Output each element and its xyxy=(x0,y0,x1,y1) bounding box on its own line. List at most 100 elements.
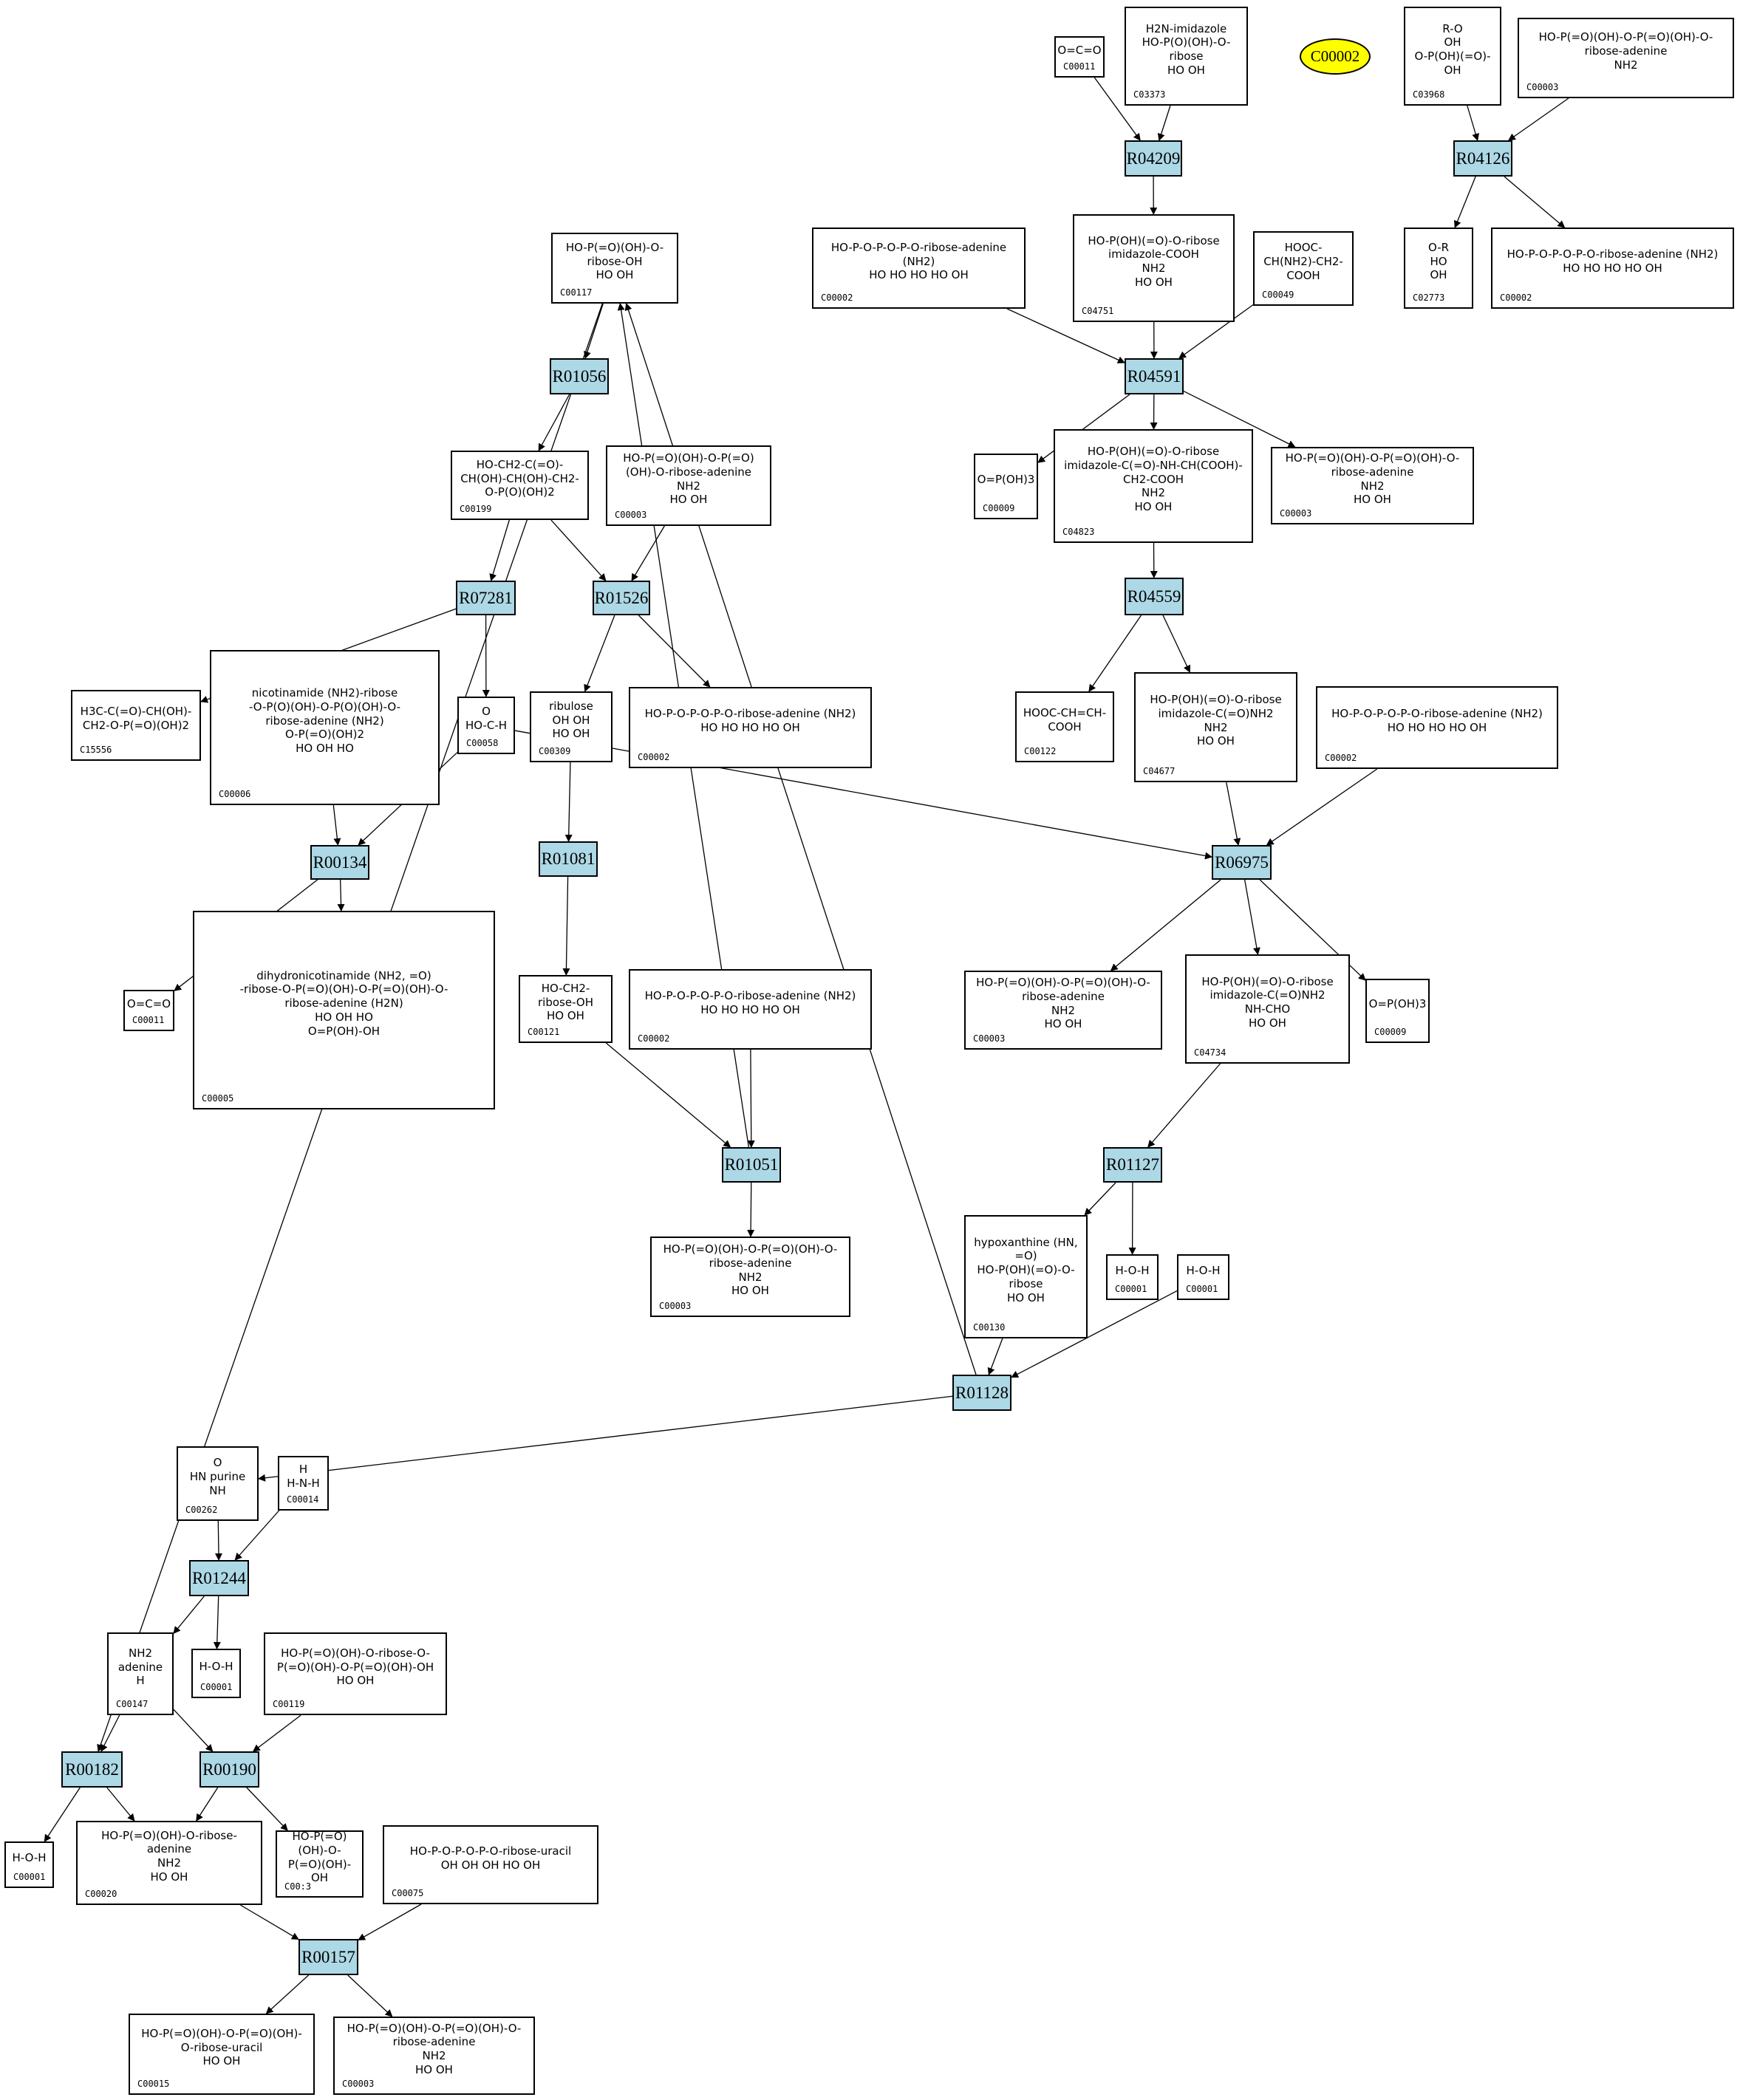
compound-id-label: C00003 xyxy=(973,1033,1006,1044)
edge-R00182-to-c00001_d xyxy=(44,1787,81,1842)
reaction-r04591[interactable]: R04591 xyxy=(1125,358,1184,394)
edge-c00309-to-R01081 xyxy=(564,762,573,842)
compound-node[interactable]: H2N-imidazole HO-P(O)(OH)-O-ribose HO OH… xyxy=(1125,7,1248,106)
reaction-r07281[interactable]: R07281 xyxy=(456,581,516,615)
reaction-r01051[interactable]: R01051 xyxy=(722,1147,781,1183)
compound-node[interactable]: HO-P(OH)(=O)-O-ribose imidazole-C(=O)NH2… xyxy=(1185,954,1350,1064)
edge-c00003_a-to-R01526 xyxy=(631,525,665,581)
compound-id-label: C00003 xyxy=(615,510,647,520)
compound-id-label: C00002 xyxy=(821,293,853,303)
chemical-structure: H-O-H xyxy=(1115,1263,1150,1277)
compound-id-label: C00003 xyxy=(342,2079,375,2089)
edge-R01526-to-c00309 xyxy=(584,615,615,692)
compound-node[interactable]: HO-P-O-P-O-P-O-ribose-adenine (NH2) HO H… xyxy=(629,969,872,1050)
chemical-structure: HO-CH2-C(=O)-CH(OH)-CH(OH)-CH2-O-P(O)(OH… xyxy=(460,457,579,499)
reaction-r04209[interactable]: R04209 xyxy=(1125,140,1182,177)
reaction-r01526[interactable]: R01526 xyxy=(593,581,650,615)
edge-c00002_a-to-R04591 xyxy=(1006,308,1125,363)
reaction-r00190[interactable]: R00190 xyxy=(199,1751,259,1788)
compound-id-label: C04677 xyxy=(1143,766,1176,776)
compound-node[interactable]: HO-P(=O)(OH)-O-P(=O)(OH)-O-ribose-adenin… xyxy=(1518,18,1734,98)
compound-node[interactable]: HO-P(OH)(=O)-O-ribose imidazole-C(=O)-NH… xyxy=(1054,429,1253,543)
compound-id-label: C03968 xyxy=(1413,89,1445,100)
chemical-structure: H-O-H xyxy=(1186,1263,1221,1277)
compound-id-label: C15556 xyxy=(80,745,112,755)
edge-c03968-to-R04126 xyxy=(1467,105,1479,141)
compound-node[interactable]: HO-P-O-P-O-P-O-ribose-adenine (NH2) HO H… xyxy=(1491,228,1734,309)
compound-id-label: C00011 xyxy=(1063,61,1096,72)
compound-node[interactable]: HO-P(OH)(=O)-O-ribose imidazole-C(=O)NH2… xyxy=(1134,672,1297,782)
reaction-r01128[interactable]: R01128 xyxy=(952,1375,1011,1411)
compound-node[interactable]: HO-P-O-P-O-P-O-ribose-adenine (NH2) HO H… xyxy=(629,687,872,768)
highlight-node-c00002[interactable]: C00002 xyxy=(1300,38,1371,75)
edge-c00262-to-R01244 xyxy=(214,1520,222,1561)
compound-node[interactable]: HO-P(=O)(OH)-O-ribose-O-P(=O)(OH)-O-P(=O… xyxy=(264,1632,447,1715)
edge-R00157-to-c00003_e xyxy=(347,1974,393,2017)
compound-node[interactable]: nicotinamide (NH2)-ribose -O-P(O)(OH)-O-… xyxy=(210,650,440,805)
edge-R01056-to-c00199 xyxy=(538,394,570,451)
chemical-structure: HO-P(=O)(OH)-O-P(=O)(OH)-O-ribose-adenin… xyxy=(623,451,754,507)
reaction-r06975[interactable]: R06975 xyxy=(1212,845,1272,880)
compound-node[interactable]: HO-P(=O)(OH)-O-P(=O)(OH)-O-ribose-adenin… xyxy=(964,971,1162,1050)
chemical-structure: HO-P(=O)(OH)-O-P(=O)(OH)-O-ribose-uracil… xyxy=(141,2026,302,2068)
compound-node[interactable]: HO-P-O-P-O-P-O-ribose-adenine (NH2) HO H… xyxy=(1316,686,1558,769)
chemical-structure: HO-P-O-P-O-P-O-ribose-uracil OH OH OH HO… xyxy=(409,1844,572,1872)
edge-c00001_b-to-R01128 xyxy=(1011,1290,1178,1378)
reaction-r01127[interactable]: R01127 xyxy=(1103,1147,1162,1183)
compound-node[interactable]: HO-CH2-C(=O)-CH(OH)-CH(OH)-CH2-O-P(O)(OH… xyxy=(451,451,589,520)
compound-node[interactable]: HO-P-O-P-O-P-O-ribose-uracil OH OH OH HO… xyxy=(383,1825,598,1904)
reaction-r00157[interactable]: R00157 xyxy=(298,1939,358,1975)
compound-node[interactable]: HO-P(=O)(OH)-O-P(=O)(OH)-O-ribose-adenin… xyxy=(1271,447,1474,524)
compound-node[interactable]: HO-P(=O)(OH)-O-P(=O)(OH)-O-ribose-uracil… xyxy=(129,2014,315,2095)
compound-id-label: C00009 xyxy=(1374,1027,1407,1037)
compound-id-label: C00117 xyxy=(560,287,593,298)
reaction-r00182[interactable]: R00182 xyxy=(61,1751,123,1788)
chemical-structure: HO-P-O-P-O-P-O-ribose-adenine (NH2) HO H… xyxy=(644,707,856,734)
chemical-structure: HO-P-O-P-O-P-O-ribose-adenine (NH2) HO H… xyxy=(1507,247,1719,275)
reaction-r01056[interactable]: R01056 xyxy=(550,358,609,394)
reaction-r04126[interactable]: R04126 xyxy=(1453,140,1512,177)
compound-node[interactable]: hypoxanthine (HN, =O) HO-P(OH)(=O)-O-rib… xyxy=(964,1215,1088,1338)
compound-node[interactable]: HO-P-O-P-O-P-O-ribose-adenine (NH2) HO H… xyxy=(812,228,1026,309)
chemical-structure: H-O-H xyxy=(12,1851,47,1865)
compound-id-label: C00001 xyxy=(1115,1284,1147,1294)
edge-c00020-to-R00157 xyxy=(240,1904,299,1940)
compound-node[interactable]: HO-P(=O)(OH)-O-P(=O)(OH)-O-ribose-adenin… xyxy=(650,1237,850,1317)
reaction-r01081[interactable]: R01081 xyxy=(539,841,598,877)
compound-node[interactable]: H-O-H C00001 xyxy=(1106,1254,1159,1300)
chemical-structure: HO-P(=O)(OH)-O-ribose-O-P(=O)(OH)-O-P(=O… xyxy=(276,1646,434,1688)
reaction-r01244[interactable]: R01244 xyxy=(189,1560,249,1596)
reaction-r00134[interactable]: R00134 xyxy=(310,845,369,880)
edge-R01244-to-c00001_c xyxy=(213,1595,221,1649)
compound-id-label: C00009 xyxy=(983,503,1015,513)
edge-R04591-to-c00003_b xyxy=(1183,390,1296,448)
compound-node[interactable]: HO-P(=O)(OH)-O-P(=O)(OH)-O-ribose-adenin… xyxy=(606,445,771,526)
compound-node[interactable]: dihydronicotinamide (NH2, =O) -ribose-O-… xyxy=(193,911,495,1109)
chemical-structure: NH2 adenine H xyxy=(117,1646,163,1688)
compound-node[interactable]: HO-P(OH)(=O)-O-ribose imidazole-COOH NH2… xyxy=(1073,214,1235,322)
edge-R00157-to-c00015 xyxy=(265,1974,310,2014)
compound-node[interactable]: HO-P(=O)(OH)-O-P(=O)(OH)-O-ribose-adenin… xyxy=(333,2017,535,2095)
reaction-r04559[interactable]: R04559 xyxy=(1125,578,1184,615)
